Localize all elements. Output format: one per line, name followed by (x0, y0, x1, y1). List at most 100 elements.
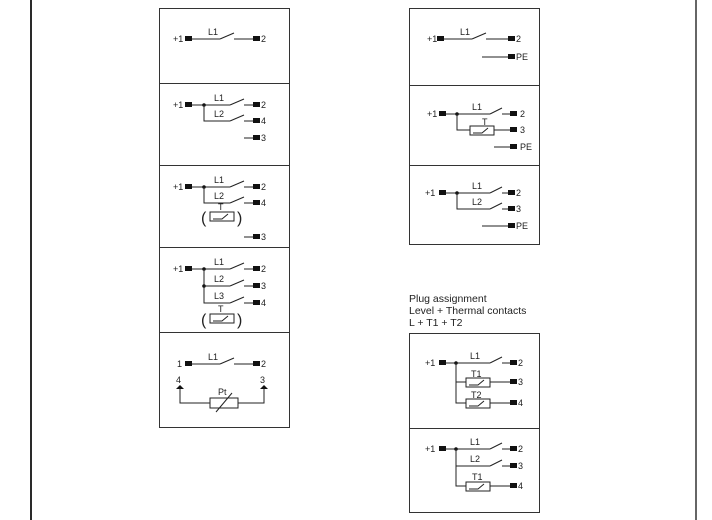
thermal-contact-icon (469, 125, 495, 136)
thermal-label: T (482, 117, 488, 127)
thermal-contact-t1-icon (465, 481, 491, 492)
thermal-label-t1: T1 (471, 369, 482, 379)
terminal-label-3: 3 (520, 125, 525, 135)
terminal-label-in: 1 (177, 359, 182, 369)
thermal-contact-icon (209, 211, 235, 222)
terminal-label-2: 2 (518, 444, 523, 454)
caption-line-3: L + T1 + T2 (409, 317, 463, 329)
terminal-label-2: 2 (261, 182, 266, 192)
terminal-label-3: 3 (261, 232, 266, 242)
terminal-label-pe: PE (516, 221, 528, 231)
bracket-open: ( (201, 210, 207, 227)
circuit-double-switch-t1: +1 L1 2 L2 3 T1 4 (425, 437, 523, 492)
terminal-label-2: 2 (516, 34, 521, 44)
switch-label-l1: L1 (208, 352, 218, 362)
thermal-contact-icon (209, 313, 235, 324)
switch-label-l1: L1 (214, 93, 224, 103)
terminal-label-4: 4 (261, 298, 266, 308)
circuit-switch-pt-sensor: 1 L1 2 4 3 Pt (176, 352, 268, 413)
switch-label-l1: L1 (214, 175, 224, 185)
diagram-double-switch-t1: +1 L1 2 L2 3 T1 4 (410, 429, 539, 512)
thermal-contact-t2-icon (465, 398, 491, 409)
diagram-switch-pt-sensor: 1 L1 2 4 3 Pt (160, 333, 289, 426)
switch-label-l2: L2 (470, 454, 480, 464)
diagram-single-switch-pe: +1 L1 2 PE (410, 9, 539, 86)
right-bottom-diagram-panel: +1 L1 2 T1 3 T2 4 +1 (409, 333, 540, 513)
thermal-label-t2: T2 (471, 390, 482, 400)
circuit-triple-switch-thermal: +1 L1 2 L2 3 L3 4 ( T ) (173, 257, 266, 329)
circuit-switch-t1-t2: +1 L1 2 T1 3 T2 4 (425, 351, 523, 409)
terminal-label-pe: PE (520, 142, 532, 152)
terminal-out (253, 36, 260, 41)
terminal-label-in: +1 (173, 264, 183, 274)
page-border-left (30, 0, 32, 520)
diagram-double-switch-pe: +1 L1 2 L2 3 PE (410, 166, 539, 244)
terminal-label-2: 2 (518, 358, 523, 368)
bracket-open: ( (201, 312, 207, 329)
terminal-label-in: +1 (425, 188, 435, 198)
terminal-label-4: 4 (261, 198, 266, 208)
terminal-label-2: 2 (516, 188, 521, 198)
caption-line-1: Plug assignment (409, 293, 487, 305)
diagram-double-switch-thermal: +1 L1 2 L2 4 ( T ) 3 (160, 166, 289, 248)
switch-label-l1: L1 (472, 102, 482, 112)
terminal-label-in: +1 (425, 444, 435, 454)
pt-label: Pt (218, 387, 227, 397)
terminal-label-in: +1 (173, 34, 183, 44)
circuit-single-switch: +1 L1 2 (173, 27, 266, 44)
circuit-single-switch-pe: +1 L1 2 PE (427, 27, 528, 62)
terminal-label-2: 2 (261, 359, 266, 369)
terminal-label-3: 3 (518, 377, 523, 387)
terminal-label-3: 3 (261, 281, 266, 291)
terminal-label-in: +1 (173, 100, 183, 110)
terminal-label-4: 4 (176, 375, 181, 385)
terminal-label-4: 4 (518, 481, 523, 491)
terminal-label-in: +1 (425, 358, 435, 368)
switch-contact (219, 32, 235, 40)
switch-label-l2: L2 (214, 274, 224, 284)
terminal-label-4: 4 (261, 116, 266, 126)
terminal-label-3: 3 (518, 461, 523, 471)
diagram-triple-switch-thermal: +1 L1 2 L2 3 L3 4 ( T ) (160, 248, 289, 333)
thermal-contact-t1-icon (465, 377, 491, 388)
terminal-in (185, 36, 192, 41)
diagram-single-switch: +1 L1 2 (160, 9, 289, 84)
plug-assignment-caption: Plug assignment Level + Thermal contacts… (409, 293, 526, 329)
terminal-label-2: 2 (261, 100, 266, 110)
circuit-double-switch-thermal: +1 L1 2 L2 4 ( T ) 3 (173, 175, 266, 242)
terminal-label-in: +1 (427, 34, 437, 44)
switch-label-l2: L2 (472, 197, 482, 207)
switch-label-l2: L2 (214, 191, 224, 201)
terminal-label-3: 3 (260, 375, 265, 385)
diagram-switch-thermal-pe: +1 L1 2 T 3 PE (410, 86, 539, 166)
terminal-label-pe: PE (516, 52, 528, 62)
diagram-double-switch: +1 L1 2 L2 4 3 (160, 84, 289, 166)
switch-label-l1: L1 (470, 437, 480, 447)
right-top-diagram-panel: +1 L1 2 PE +1 L1 2 T (409, 8, 540, 245)
switch-label-l1: L1 (460, 27, 470, 37)
circuit-double-switch: +1 L1 2 L2 4 3 (173, 93, 266, 143)
switch-label-l3: L3 (214, 291, 224, 301)
terminal-label-in: +1 (173, 182, 183, 192)
terminal-label-2: 2 (261, 264, 266, 274)
terminal-label-3: 3 (516, 204, 521, 214)
terminal-label-out: 2 (261, 34, 266, 44)
circuit-double-switch-pe: +1 L1 2 L2 3 PE (425, 181, 528, 231)
terminal-label-4: 4 (518, 398, 523, 408)
left-diagram-panel: +1 L1 2 +1 L1 2 L2 4 (159, 8, 290, 428)
thermal-label-t1: T1 (472, 472, 483, 482)
switch-label-l1: L1 (470, 351, 480, 361)
switch-label-l2: L2 (214, 109, 224, 119)
terminal-label-3: 3 (261, 133, 266, 143)
thermal-label: T (218, 202, 224, 212)
page-border-right (695, 0, 697, 520)
caption-line-2: Level + Thermal contacts (409, 305, 527, 317)
bracket-close: ) (237, 210, 242, 227)
bracket-close: ) (237, 312, 242, 329)
thermal-label: T (218, 304, 224, 314)
circuit-switch-thermal-pe: +1 L1 2 T 3 PE (427, 102, 532, 152)
diagram-switch-t1-t2: +1 L1 2 T1 3 T2 4 (410, 334, 539, 429)
switch-label: L1 (208, 27, 218, 37)
terminal-label-in: +1 (427, 109, 437, 119)
pt-sensor-icon (209, 397, 239, 409)
